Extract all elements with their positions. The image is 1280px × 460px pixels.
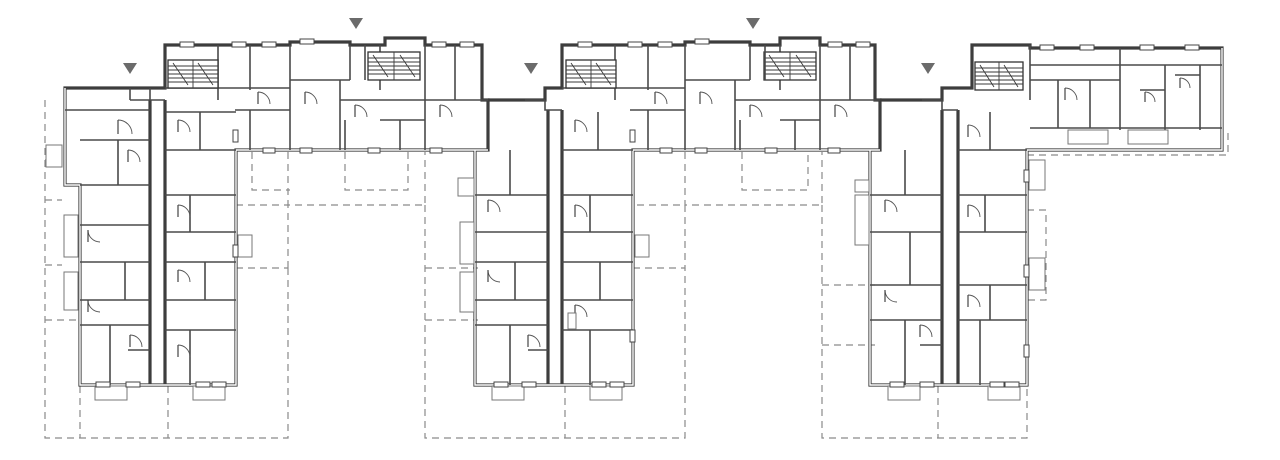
balconies [45,129,1169,401]
stair-icon [367,51,421,81]
interior-partitions [65,45,1222,385]
windows [95,38,1200,388]
entrance-marker-icon [524,63,538,74]
window-icon [95,38,1200,388]
entrance-marker-icon [123,63,137,74]
stair-icon [974,61,1024,91]
dashed-outlines [44,100,1229,439]
stair-cores [167,51,1024,91]
stair-icon [167,59,219,89]
entrance-marker-icon [349,18,363,29]
exterior-walls [63,36,1224,387]
vestibules [129,45,1031,111]
door-swings [87,77,1191,358]
door-swing-icon [87,77,1191,358]
stair-icon [763,51,817,81]
entrance-markers [123,18,935,74]
stair-icon [565,59,617,89]
entrance-marker-icon [921,63,935,74]
entrance-marker-icon [746,18,760,29]
